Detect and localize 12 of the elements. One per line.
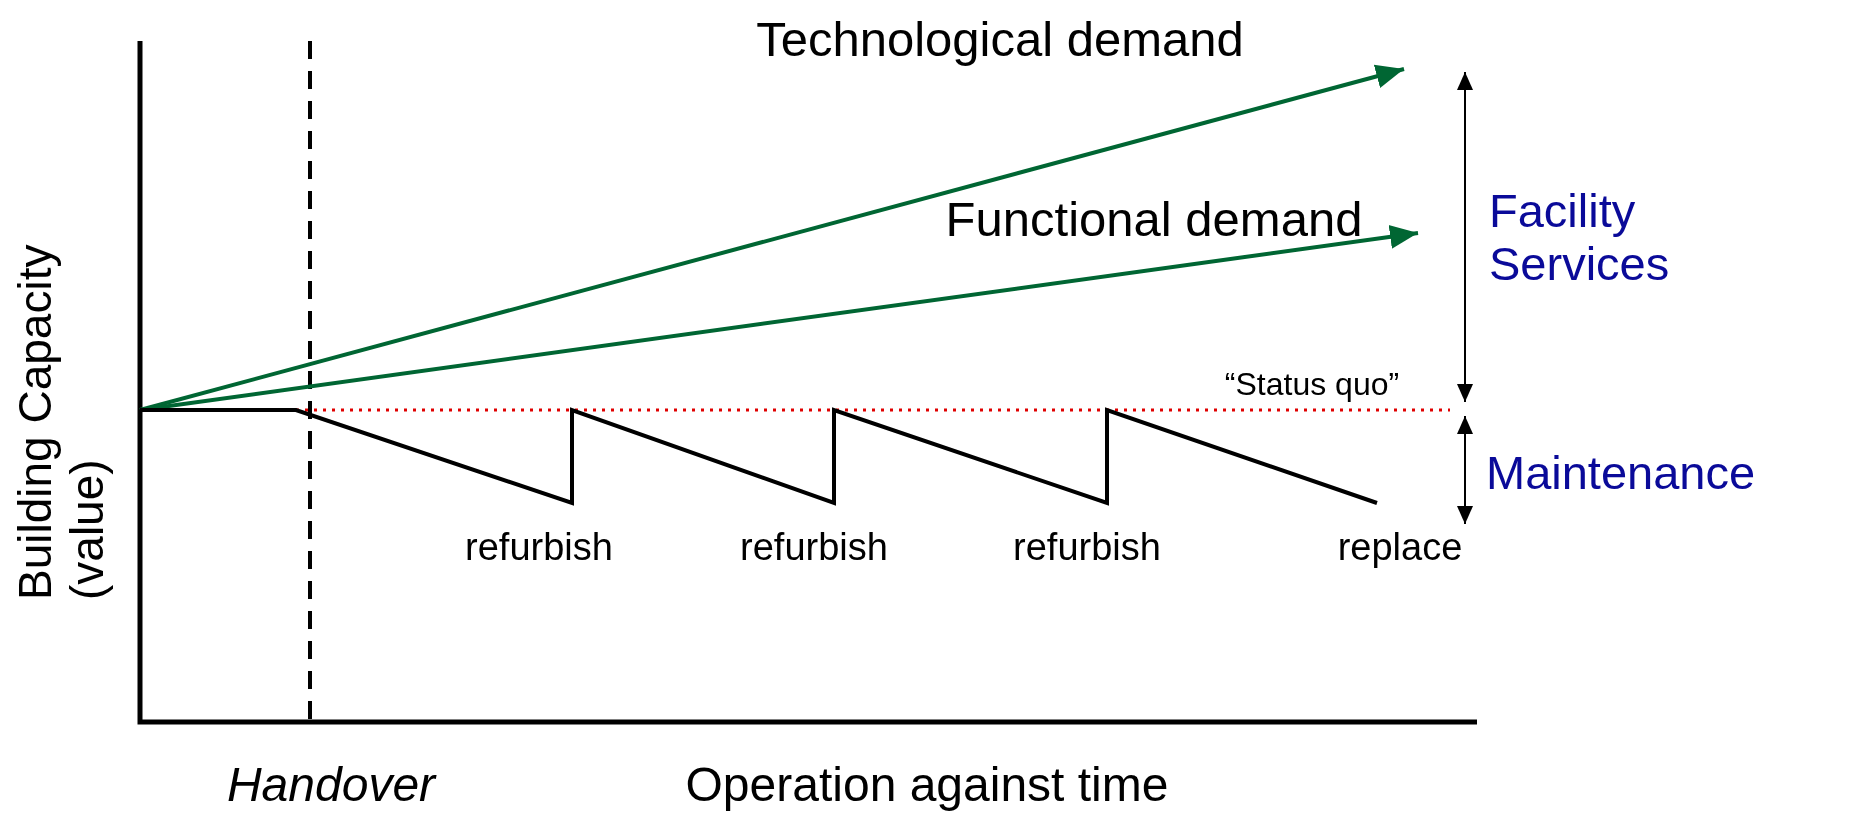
range-label: Maintenance [1486, 446, 1756, 500]
axis-label: Operation against time [685, 758, 1169, 812]
line-label: “Status quo” [1224, 367, 1400, 403]
axis-label: Handover [226, 758, 436, 812]
event-label: refurbish [740, 525, 888, 569]
axis-label: Building Capacity (value) [10, 243, 114, 600]
range-label: Facility Services [1489, 185, 1671, 291]
event-label: replace [1337, 525, 1463, 569]
curve-label: Functional demand [945, 191, 1363, 247]
curve-label: Technological demand [756, 11, 1244, 67]
event-label: refurbish [1013, 525, 1161, 569]
event-label: refurbish [465, 525, 613, 569]
